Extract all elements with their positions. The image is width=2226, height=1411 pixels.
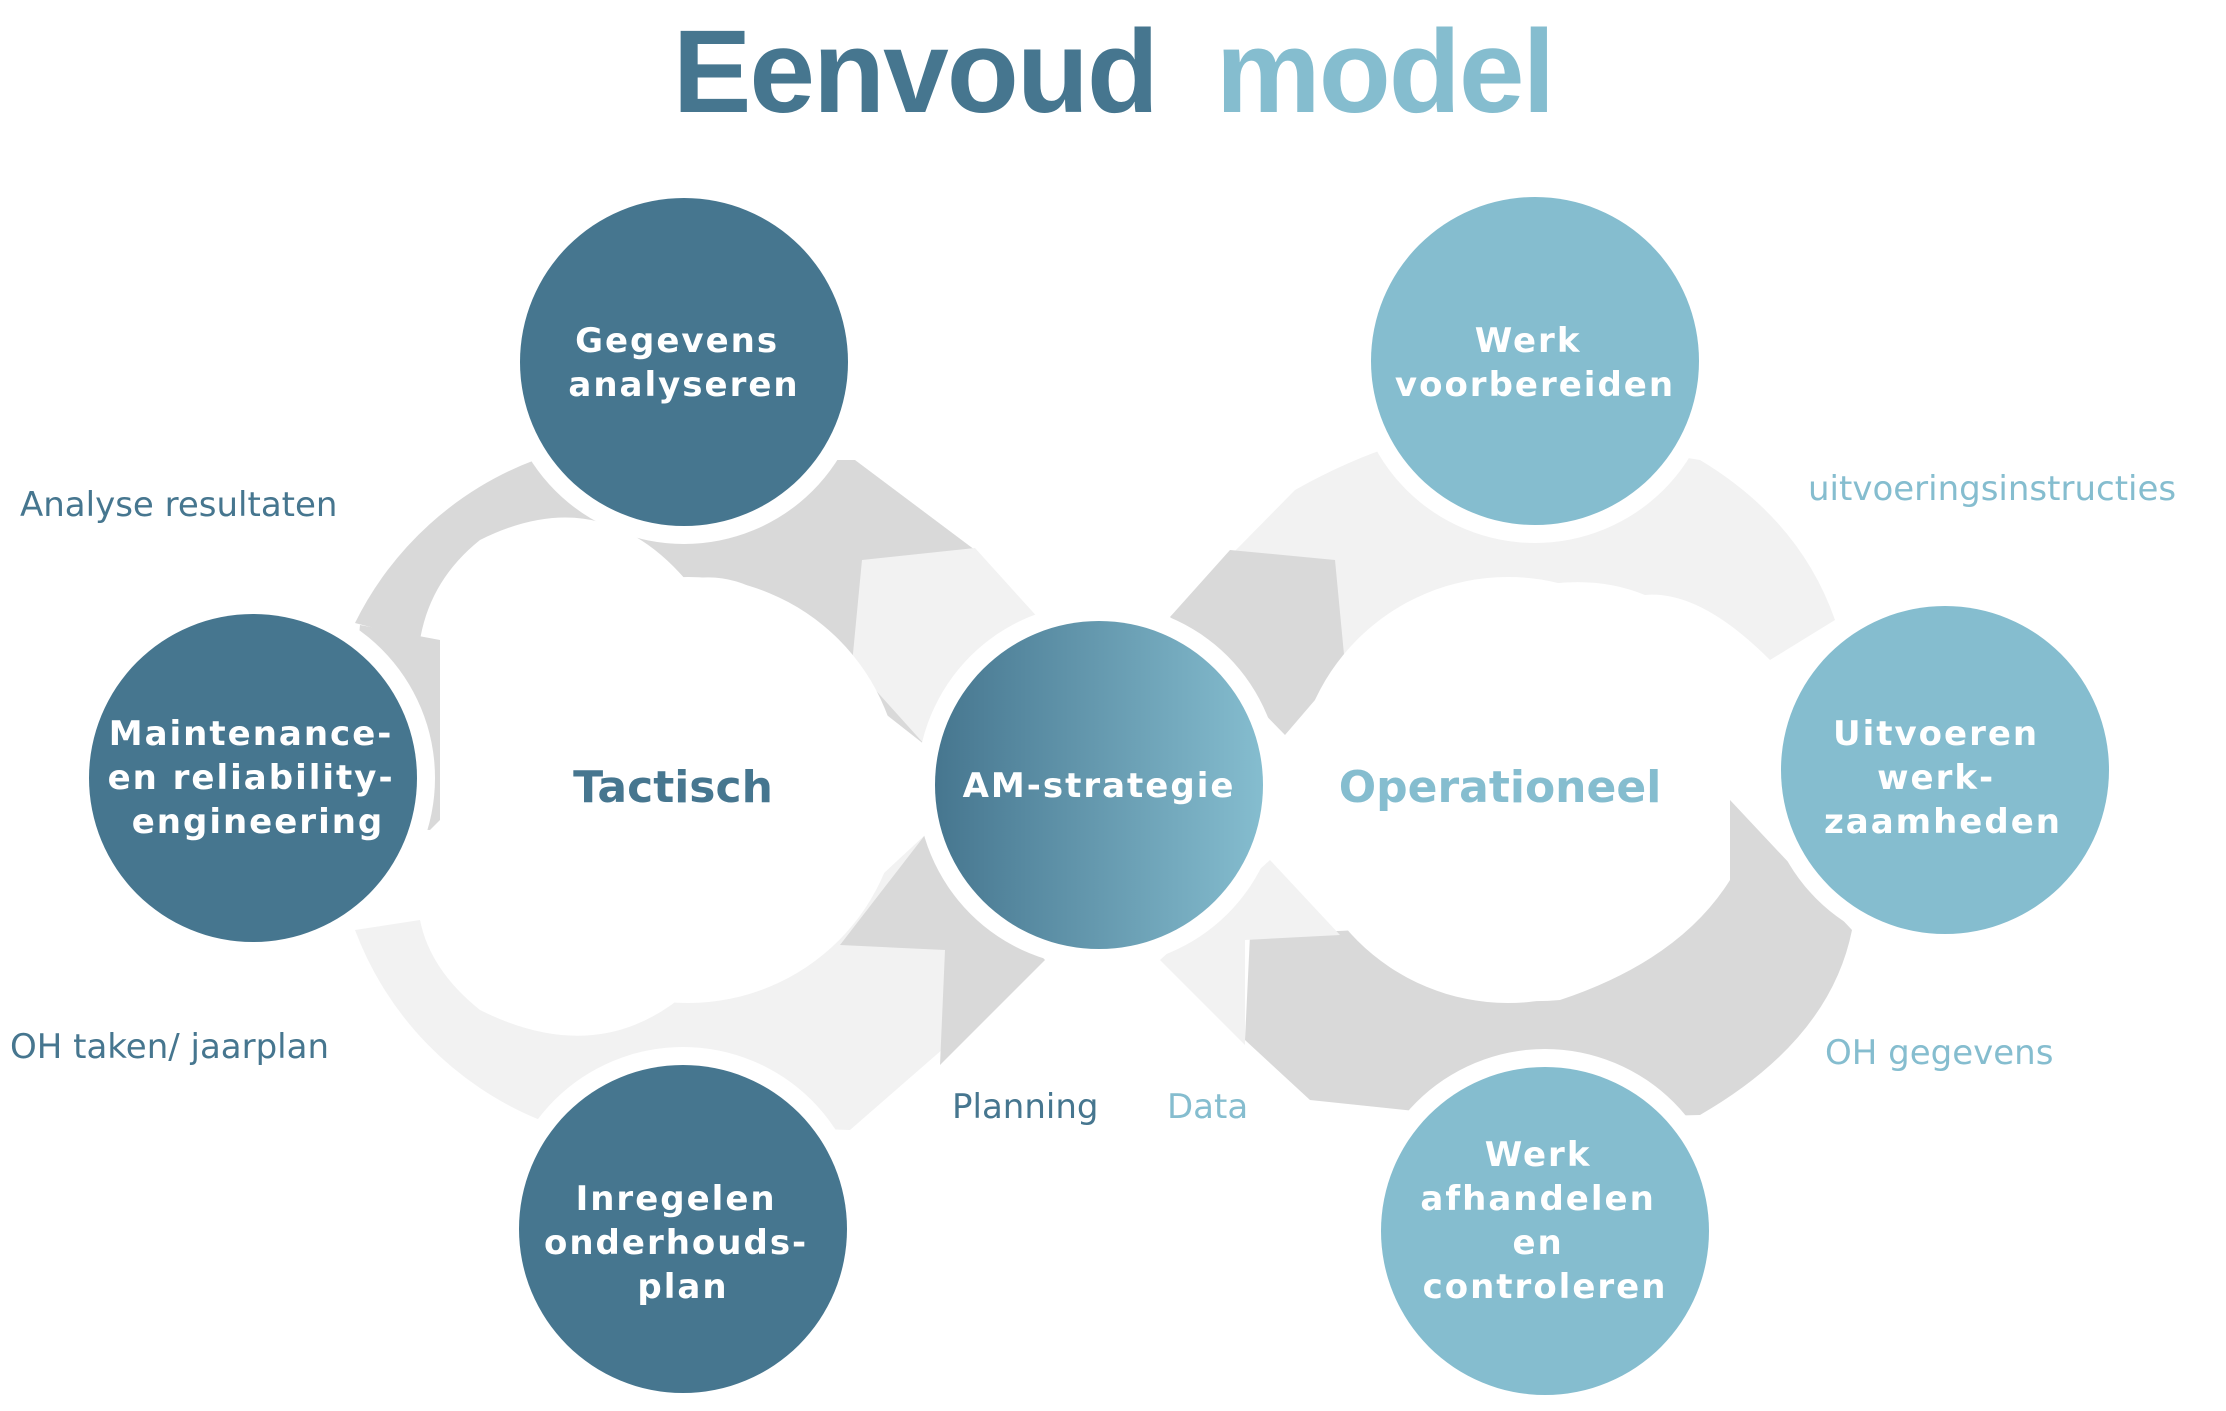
node-label-line: onderhouds-: [544, 1223, 808, 1263]
node-label-line: engineering: [132, 802, 385, 842]
operational-inner-circle: [1295, 577, 1721, 1003]
node-label-line: werk-: [1877, 758, 1995, 798]
node-label-line: Werk: [1475, 321, 1582, 361]
label-uitvoeringsinstructies: uitvoeringsinstructies: [1808, 469, 2176, 509]
node-circle: [519, 1065, 847, 1393]
title-part-2: model: [1216, 6, 1554, 138]
tactical-label: Tactisch: [573, 762, 773, 813]
node-label-line: zaamheden: [1824, 802, 2062, 842]
tactical-inner-circle: [475, 577, 901, 1003]
node-label: Gegevens analyseren: [568, 321, 799, 405]
diagram-title: Eenvoud model: [673, 6, 1554, 138]
node-circle: [520, 198, 848, 526]
node-label-line: Gegevens: [575, 321, 779, 361]
label-data: Data: [1167, 1087, 1248, 1127]
operational-node-werk-afhandelen-controleren: Werk afhandelen en controleren: [1363, 1049, 1727, 1411]
node-circle: [1371, 197, 1699, 525]
label-planning: Planning: [952, 1087, 1098, 1127]
node-label: Uitvoeren werk- zaamheden: [1824, 714, 2062, 842]
label-analyse-resultaten: Analyse resultaten: [20, 485, 337, 525]
node-label-line: en reliability-: [108, 758, 395, 798]
node-circle: [89, 614, 417, 942]
tactical-node-maintenance-reliability-engineering: Maintenance- en reliability- engineering: [71, 596, 435, 960]
tactical-node-inregelen-onderhoudsplan: Inregelen onderhouds- plan: [501, 1047, 865, 1411]
operational-node-werk-voorbereiden: Werk voorbereiden: [1353, 179, 1717, 543]
operational-ring-bottom-notch: [1160, 860, 1340, 1045]
node-label-line: Uitvoeren: [1833, 714, 2039, 754]
node-label-line: en: [1512, 1223, 1563, 1263]
operational-node-uitvoeren-werkzaamheden: Uitvoeren werk- zaamheden: [1763, 588, 2127, 952]
tactical-node-gegevens-analyseren: Gegevens analyseren: [502, 180, 866, 544]
hub-circle: [935, 621, 1263, 949]
node-label-line: voorbereiden: [1395, 365, 1675, 405]
node-label-line: plan: [637, 1267, 728, 1307]
tactical-ring-bottom-notch: [840, 835, 1045, 1065]
operational-ring: [1160, 428, 1852, 1120]
node-label: Maintenance- en reliability- engineering: [108, 714, 409, 842]
node-label-line: Maintenance-: [109, 714, 394, 754]
node-label-line: afhandelen: [1420, 1179, 1655, 1219]
node-label: Werk voorbereiden: [1395, 321, 1675, 405]
title-part-1: Eenvoud: [673, 6, 1157, 138]
label-oh-gegevens: OH gegevens: [1825, 1033, 2053, 1073]
node-label-line: analyseren: [568, 365, 799, 405]
node-label-line: Inregelen: [576, 1179, 777, 1219]
tactical-ring-top-notch: [852, 548, 1040, 745]
node-label-line: controleren: [1423, 1267, 1668, 1307]
node-circle: [1381, 1067, 1709, 1395]
operational-ring-right-segment: [1245, 800, 1852, 1120]
hub-label: AM-strategie: [963, 766, 1236, 806]
node-label: Inregelen onderhouds- plan: [544, 1179, 822, 1307]
node-label-line: Werk: [1485, 1135, 1592, 1175]
node-label: Werk afhandelen en controleren: [1420, 1135, 1669, 1307]
operational-ring-top-notch: [1170, 550, 1345, 735]
node-circle: [1781, 606, 2109, 934]
operational-label: Operationeel: [1339, 762, 1662, 813]
label-oh-taken-jaarplan: OH taken/ jaarplan: [10, 1027, 329, 1067]
